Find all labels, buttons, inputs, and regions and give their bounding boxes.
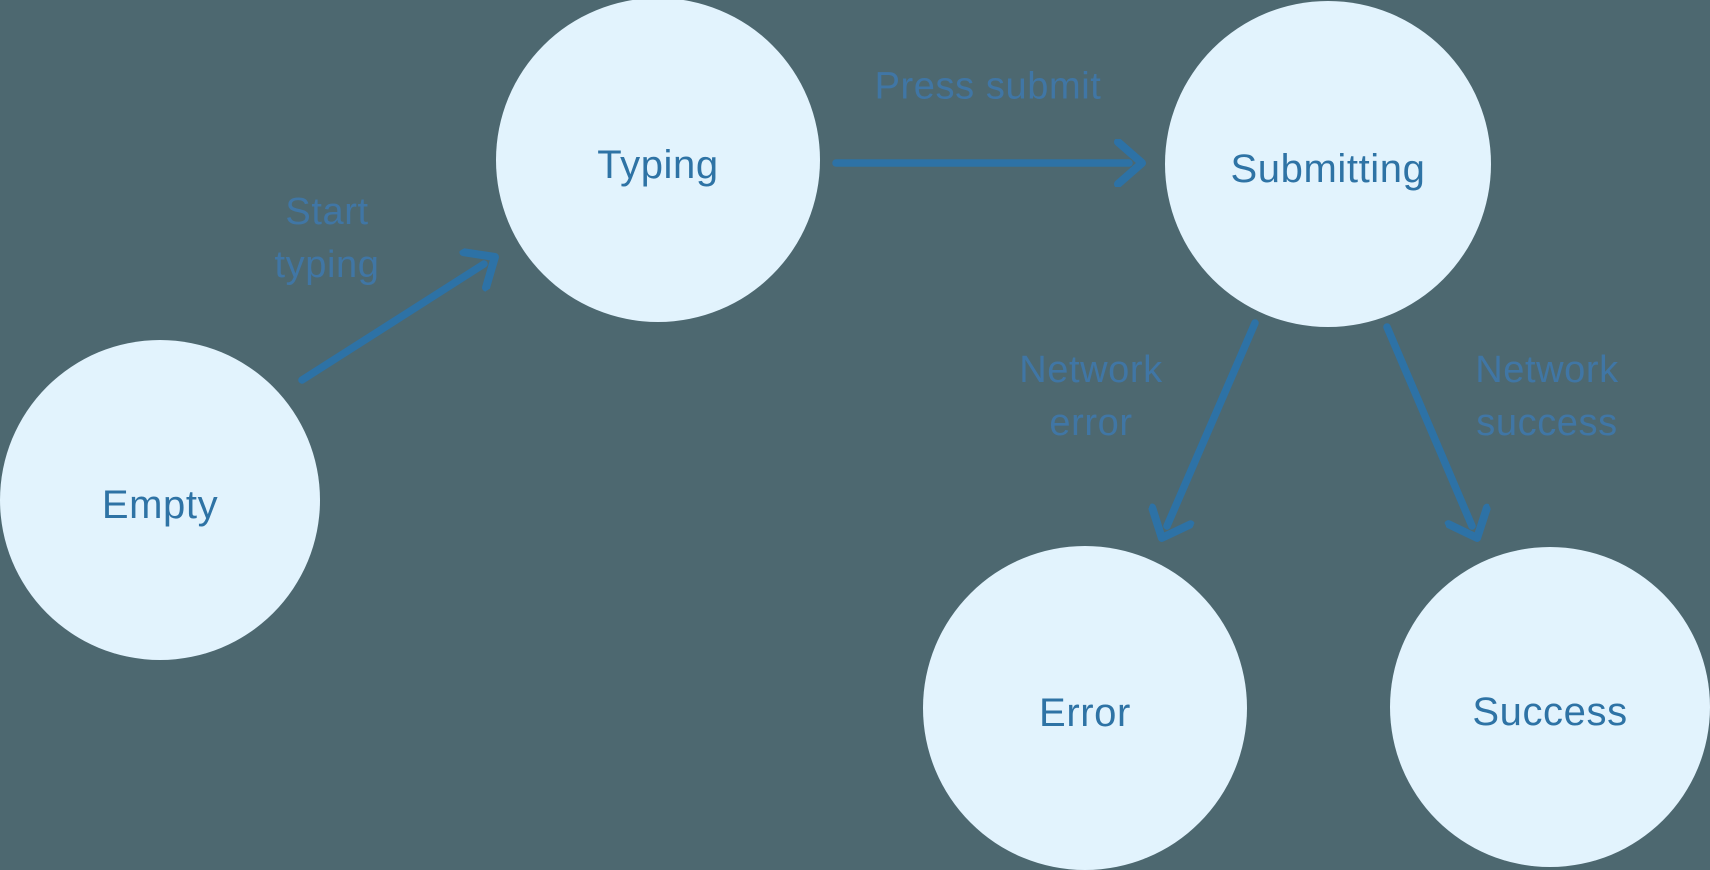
state-label-submitting: Submitting — [1230, 146, 1426, 191]
state-node-empty: Empty — [0, 340, 320, 660]
state-label-success: Success — [1472, 689, 1628, 734]
transition-arrow-network-error — [1167, 319, 1259, 526]
state-node-submitting: Submitting — [1165, 1, 1491, 327]
transition-arrow-network-success — [1383, 323, 1472, 526]
transition-label-press-submit: Press submit — [874, 65, 1102, 108]
state-label-empty: Empty — [101, 482, 219, 527]
state-node-typing: Typing — [496, 0, 820, 322]
state-label-typing: Typing — [597, 142, 719, 187]
state-label-error: Error — [1039, 690, 1131, 735]
transition-label-start-typing: Start typing — [274, 191, 380, 286]
state-node-success: Success — [1390, 547, 1710, 867]
transition-label-network-error: Network error — [1019, 349, 1163, 444]
state-node-error: Error — [923, 546, 1247, 870]
transition-label-network-success: Network success — [1475, 349, 1619, 444]
